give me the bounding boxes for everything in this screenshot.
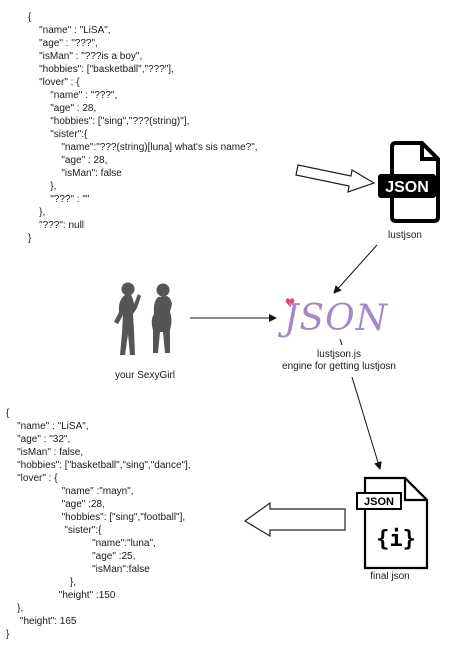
svg-text:{i}: {i} xyxy=(376,527,416,552)
code-line: "hobbies": ["basketball","???"], xyxy=(28,64,174,75)
svg-text:JSON: JSON xyxy=(277,298,389,339)
code-line: "height" :150 xyxy=(6,590,116,601)
json-file-icon: JSON xyxy=(378,141,440,223)
svg-text:♥: ♥ xyxy=(285,296,296,310)
lustjson-logo-icon: ♥ JSON xyxy=(277,296,389,339)
code-line: } xyxy=(28,233,32,244)
code-line: "sister":{ xyxy=(6,525,102,536)
code-line: "age" :28, xyxy=(6,499,105,510)
code-line: }, xyxy=(28,181,57,192)
code-line: "height": 165 xyxy=(6,616,77,627)
engine-desc-label: engine for getting lustjosn xyxy=(282,361,396,372)
girl-silhouettes-icon xyxy=(114,282,172,355)
final-json-label: final json xyxy=(370,571,410,582)
code-line: "???": null xyxy=(28,220,85,231)
code-line: "lover" : { xyxy=(28,77,80,88)
code-line: "name" : "???", xyxy=(28,90,118,101)
code-line: "isMan" : "???is a boy", xyxy=(28,51,143,62)
code-line: "name" : "LiSA", xyxy=(6,421,89,432)
code-line: "sister":{ xyxy=(28,129,88,140)
code-line: "age" : 28, xyxy=(28,155,108,166)
code-line: }, xyxy=(6,603,24,614)
svg-text:JSON: JSON xyxy=(364,496,394,508)
code-line: }, xyxy=(28,207,46,218)
girl-label: your SexyGirl xyxy=(114,370,175,381)
svg-text:JSON: JSON xyxy=(385,179,429,196)
code-line: }, xyxy=(6,577,77,588)
code-line: "age" : "???", xyxy=(28,38,98,49)
code-line: "isMan" : false, xyxy=(6,447,84,458)
code-line: "age" : "32", xyxy=(6,434,71,445)
code-line: "hobbies": ["basketball","sing","dance"]… xyxy=(6,460,191,471)
final-json-code: { "name" : "LiSA", "age" : "32", "isMan"… xyxy=(6,407,191,641)
final-json-doc-icon: JSON {i} xyxy=(356,476,429,570)
block-arrow-to-file xyxy=(295,164,376,193)
code-line: "name":"???(string)[luna] what's sis nam… xyxy=(28,142,258,153)
code-line: "isMan":false xyxy=(6,564,150,575)
code-line: "hobbies": ["sing","???(string)"], xyxy=(28,116,190,127)
code-line: "isMan": false xyxy=(28,168,122,179)
code-line: "name" : "LiSA", xyxy=(28,25,111,36)
engine-name-label: lustjson.js xyxy=(317,349,361,360)
code-line: "???" : "" xyxy=(28,194,90,205)
block-arrow-to-final-json xyxy=(243,501,346,538)
code-line: "hobbies": ["sing","football"], xyxy=(6,512,186,523)
top-json-code: { "name" : "LiSA", "age" : "???", "isMan… xyxy=(28,11,258,245)
code-line: { xyxy=(28,12,32,23)
engine-connector xyxy=(339,338,343,346)
code-line: "name":"luna", xyxy=(6,538,156,549)
code-line: "age" : 28, xyxy=(28,103,97,114)
code-line: } xyxy=(6,629,10,640)
arrow-engine-to-doc xyxy=(351,376,382,470)
code-line: "name" :"mayn", xyxy=(6,486,134,497)
lustjson-label: lustjson xyxy=(388,230,422,241)
code-line: "lover" : { xyxy=(6,473,58,484)
arrow-file-to-engine xyxy=(333,244,378,294)
code-line: "age" :25, xyxy=(6,551,136,562)
code-line: { xyxy=(6,408,10,419)
